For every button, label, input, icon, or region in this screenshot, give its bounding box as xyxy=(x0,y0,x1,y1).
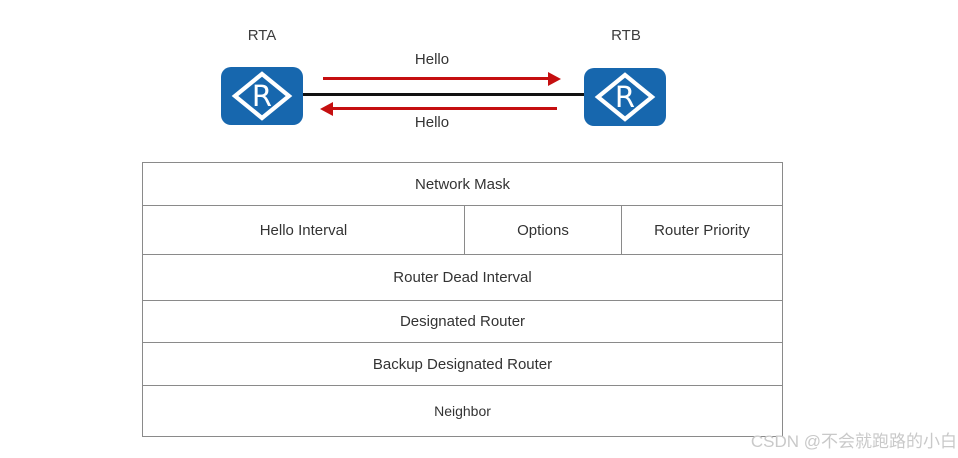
router-a-label: RTA xyxy=(247,27,277,44)
hello-top-label: Hello xyxy=(414,51,450,68)
router-b-icon-letter: R xyxy=(615,80,635,114)
field-hello-interval-label: Hello Interval xyxy=(259,221,348,239)
field-hello-interval: Hello Interval xyxy=(143,206,465,254)
table-row-network-mask: Network Mask xyxy=(143,163,782,206)
table-row-router-dead-interval: Router Dead Interval xyxy=(143,255,782,301)
table-row-designated-router: Designated Router xyxy=(143,301,782,343)
table-row-hello-interval: Hello Interval Options Router Priority xyxy=(143,206,782,255)
field-options-label: Options xyxy=(517,221,569,239)
field-router-priority: Router Priority xyxy=(622,206,782,254)
field-network-mask: Network Mask xyxy=(414,175,511,193)
router-icon: R xyxy=(221,67,303,125)
table-row-backup-designated-router: Backup Designated Router xyxy=(143,343,782,386)
arrow-left-head-icon xyxy=(320,101,333,116)
hello-arrow-right xyxy=(323,77,548,80)
field-options: Options xyxy=(465,206,622,254)
router-b-label: RTB xyxy=(611,27,641,44)
field-backup-designated-router: Backup Designated Router xyxy=(372,355,553,373)
table-row-neighbor: Neighbor xyxy=(143,386,782,436)
hello-packet-format-table: Network Mask Hello Interval Options Rout… xyxy=(142,162,783,437)
field-designated-router: Designated Router xyxy=(399,313,526,330)
field-neighbor: Neighbor xyxy=(434,403,491,419)
router-a-icon: R xyxy=(221,67,303,125)
link-line xyxy=(303,93,584,96)
csdn-watermark: CSDN @不会就跑路的小白 xyxy=(750,432,957,451)
hello-arrow-left xyxy=(333,107,557,110)
router-icon: R xyxy=(584,68,666,126)
router-b-icon: R xyxy=(584,68,666,126)
field-router-priority-label: Router Priority xyxy=(654,221,750,239)
router-a-icon-letter: R xyxy=(252,79,272,113)
arrow-right-head-icon xyxy=(548,71,561,86)
field-router-dead-interval: Router Dead Interval xyxy=(393,269,532,286)
hello-bottom-label: Hello xyxy=(414,114,450,131)
